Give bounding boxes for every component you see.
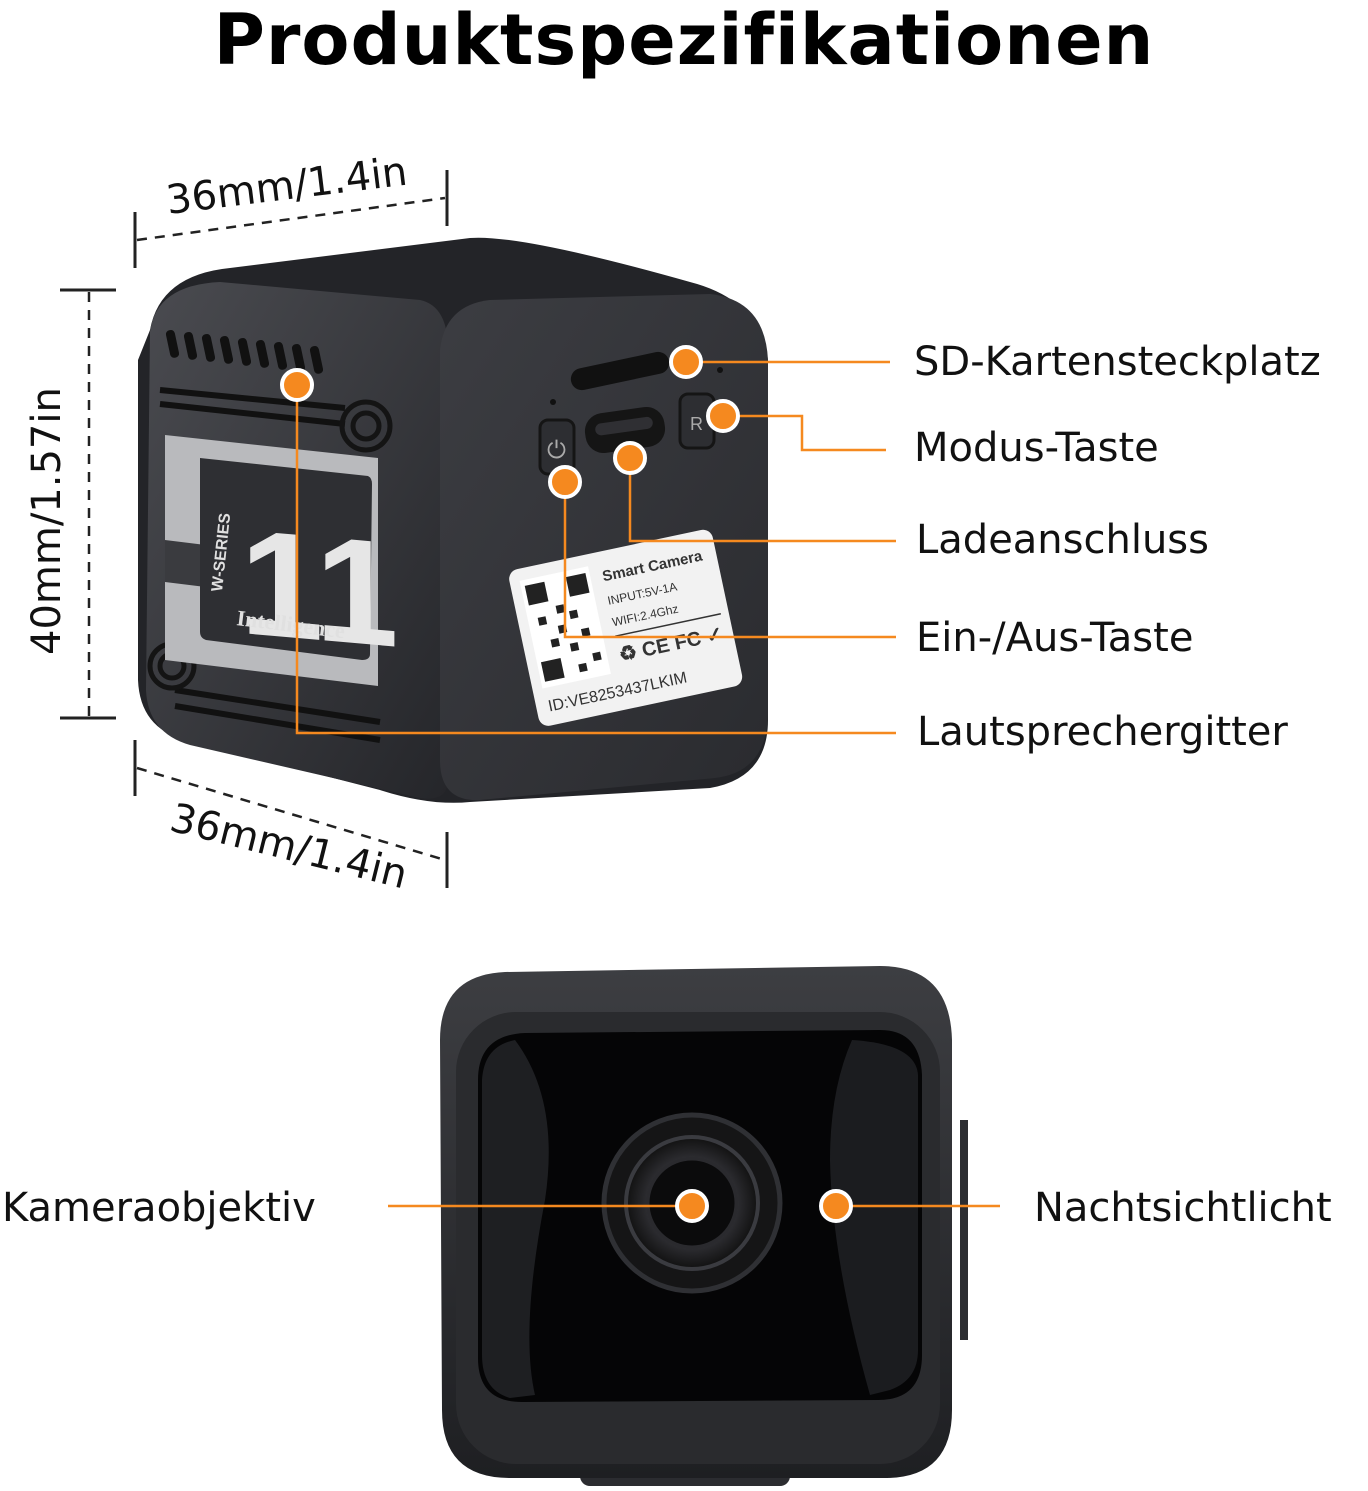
power-button-marker [548,465,582,499]
mode-button-letter: R [690,414,703,434]
callout-dots-bottom [675,1189,853,1223]
callout-leaders-top [295,360,896,735]
callout-speaker-grille: Lautsprechergitter [917,709,1288,755]
callout-mode-button: Modus-Taste [914,425,1159,471]
product-sticker: Smart Camera INPUT:5V-1A WIFI:2.4Ghz ♻ C… [509,529,743,726]
sd-card-slot [570,351,670,391]
speaker-grille-marker [280,368,314,402]
callout-sd-card-slot: SD-Kartensteckplatz [914,339,1321,385]
charging-port-marker [613,441,647,475]
callout-charging-port: Ladeanschluss [916,517,1209,563]
callout-power-button: Ein-/Aus-Taste [916,615,1194,661]
callout-camera-lens: Kameraobjektiv [2,1185,316,1231]
page-title: Produktspezifikationen [213,0,1155,81]
callout-night-light: Nachtsichtlicht [1034,1185,1332,1231]
camera-lens-marker [675,1189,709,1223]
dimension-height-label: 40mm/1.57in [24,387,70,655]
dimension-width-label: 36mm/1.4in [164,149,410,224]
mode-button-marker [706,399,740,433]
badge-number: 11 [240,497,399,679]
speaker-grille [165,330,324,374]
night-light-marker [819,1189,853,1223]
camera-cube-side-view: 11 W-SERIES Intelligence ⏻ R [138,237,768,803]
dimension-depth-label: 36mm/1.4in [166,795,412,898]
dimension-lines [60,170,449,888]
callout-dots-top [280,345,740,499]
sd-slot-marker [669,345,703,379]
power-icon: ⏻ [547,436,566,464]
camera-cube-front-view [440,966,968,1486]
